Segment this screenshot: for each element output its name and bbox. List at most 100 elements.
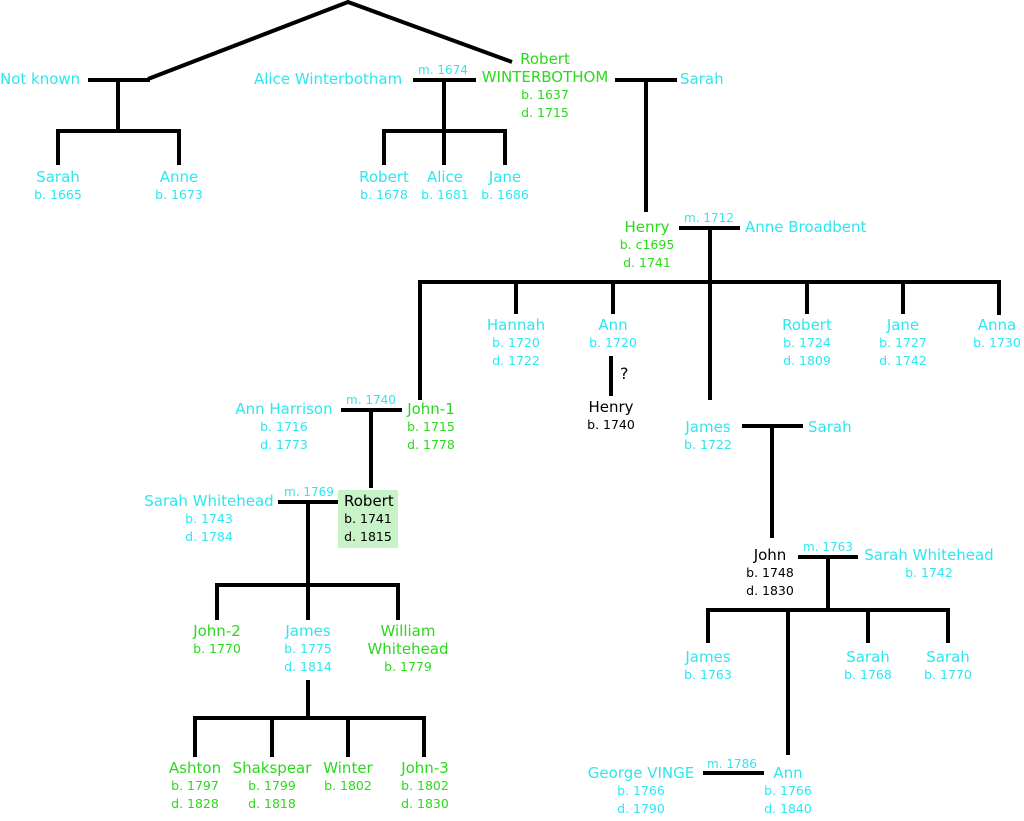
birth-date: b. 1720: [492, 335, 540, 350]
person-name: James: [285, 622, 331, 640]
birth-date: b. 1740: [587, 417, 635, 432]
person-surname: WINTERBOTHOM: [481, 68, 609, 86]
person-john-2: John-2 b. 1770: [182, 622, 252, 658]
person-name: Sarah: [680, 70, 724, 88]
death-date: d. 1818: [248, 796, 296, 811]
birth-date: b. 1716: [260, 419, 308, 434]
marriage-date-1786: m. 1786: [707, 757, 757, 771]
birth-date: b. 1799: [248, 778, 296, 793]
person-alice-winterbotham: Alice Winterbotham: [254, 70, 402, 88]
children-bar-not-known: [56, 129, 181, 165]
birth-date: b. 1743: [185, 511, 233, 526]
death-date: d. 1840: [764, 801, 812, 816]
death-date: d. 1790: [617, 801, 665, 816]
person-robert-winterbothom: Robert WINTERBOTHOM b. 1637 d. 1715: [474, 50, 616, 122]
person-sarah-wife: Sarah: [680, 70, 724, 88]
person-jane-1727: Jane b. 1727 d. 1742: [868, 316, 938, 370]
person-ann-1720: Ann b. 1720: [578, 316, 648, 352]
death-date: d. 1828: [171, 796, 219, 811]
birth-date: b. 1720: [589, 335, 637, 350]
birth-date: b. 1766: [617, 783, 665, 798]
person-ashton: Ashton b. 1797 d. 1828: [160, 759, 230, 813]
person-sarah-1768: Sarah b. 1768: [833, 648, 903, 684]
birth-date: b. 1715: [407, 419, 455, 434]
birth-date: b. 1727: [879, 335, 927, 350]
death-date: d. 1830: [401, 796, 449, 811]
person-james-1763: James b. 1763: [673, 648, 743, 684]
person-name: Ann Harrison: [235, 400, 333, 418]
person-robert-1741-highlighted: Robert b. 1741 d. 1815: [338, 490, 398, 548]
birth-date: b. c1695: [619, 237, 675, 252]
person-john-1: John-1 b. 1715 d. 1778: [402, 400, 460, 454]
birth-date: b. 1748: [746, 565, 794, 580]
person-hannah: Hannah b. 1720 d. 1722: [481, 316, 551, 370]
death-date: d. 1715: [521, 105, 569, 120]
person-name: Jane: [488, 168, 522, 186]
connector-robert-first-marriage: [147, 0, 513, 81]
birth-date: b. 1770: [924, 667, 972, 682]
death-date: d. 1809: [783, 353, 831, 368]
person-james-1722: James b. 1722: [678, 418, 738, 454]
person-ann-1766: Ann b. 1766 d. 1840: [756, 764, 820, 818]
birth-date: b. 1742: [905, 565, 953, 580]
person-name: John-2: [193, 622, 241, 640]
person-winter: Winter b. 1802: [313, 759, 383, 795]
person-name: John: [753, 546, 787, 564]
person-name: Anna: [977, 316, 1017, 334]
death-date: d. 1814: [284, 659, 332, 674]
birth-date: b. 1797: [171, 778, 219, 793]
person-not-known: Not known: [0, 70, 80, 88]
marriage-date-1769: m. 1769: [284, 485, 334, 499]
birth-date: b. 1681: [421, 187, 469, 202]
person-name: Robert: [359, 168, 409, 186]
person-name: Ann: [773, 764, 803, 782]
person-sarah-james-wife: Sarah: [808, 418, 852, 436]
person-name: Sarah Whitehead: [144, 492, 274, 510]
person-name: Ashton: [168, 759, 222, 777]
person-ann-harrison: Ann Harrison b. 1716 d. 1773: [228, 400, 340, 454]
birth-date: b. 1779: [384, 659, 432, 674]
birth-date: b. 1686: [481, 187, 529, 202]
person-name: Alice: [426, 168, 464, 186]
death-date: d. 1741: [623, 255, 671, 270]
marriage-date-1674: m. 1674: [418, 63, 468, 77]
death-date: d. 1778: [407, 437, 455, 452]
death-date: d. 1722: [492, 353, 540, 368]
death-date: d. 1784: [185, 529, 233, 544]
uncertain-parentage-mark: ?: [620, 364, 629, 383]
person-george-vinge: George VINGE b. 1766 d. 1790: [582, 764, 700, 818]
person-name: Henry: [588, 398, 634, 416]
death-date: d. 1815: [344, 529, 392, 544]
person-name: John-1: [407, 400, 455, 418]
person-robert-1724: Robert b. 1724 d. 1809: [772, 316, 842, 370]
person-alice-1681: Alice b. 1681: [415, 168, 475, 204]
person-william-whitehead: William Whitehead b. 1779: [363, 622, 453, 676]
person-henry-1740: Henry b. 1740: [576, 398, 646, 434]
birth-date: b. 1763: [684, 667, 732, 682]
birth-date: b. 1770: [193, 641, 241, 656]
birth-date: b. 1724: [783, 335, 831, 350]
marriage-date-1712: m. 1712: [684, 211, 734, 225]
person-name: Not known: [0, 70, 81, 88]
birth-date: b. 1741: [344, 511, 392, 526]
person-name: James: [685, 648, 731, 666]
person-james-1775: James b. 1775 d. 1814: [273, 622, 343, 676]
death-date: d. 1773: [260, 437, 308, 452]
birth-date: b. 1802: [324, 778, 372, 793]
person-sarah-1665: Sarah b. 1665: [28, 168, 88, 204]
birth-date: b. 1802: [401, 778, 449, 793]
birth-date: b. 1766: [764, 783, 812, 798]
birth-date: b. 1678: [360, 187, 408, 202]
person-sarah-whitehead-1742: Sarah Whitehead b. 1742: [860, 546, 998, 582]
person-first-name: William: [380, 622, 436, 640]
person-anne-broadbent: Anne Broadbent: [745, 218, 866, 236]
person-name: Sarah: [36, 168, 80, 186]
person-john-3: John-3 b. 1802 d. 1830: [390, 759, 460, 813]
person-name: Alice Winterbotham: [254, 70, 403, 88]
person-name: Hannah: [486, 316, 546, 334]
person-name: Jane: [886, 316, 920, 334]
person-name: Robert: [344, 492, 394, 510]
person-name: Robert: [782, 316, 832, 334]
death-date: d. 1742: [879, 353, 927, 368]
death-date: d. 1830: [746, 583, 794, 598]
